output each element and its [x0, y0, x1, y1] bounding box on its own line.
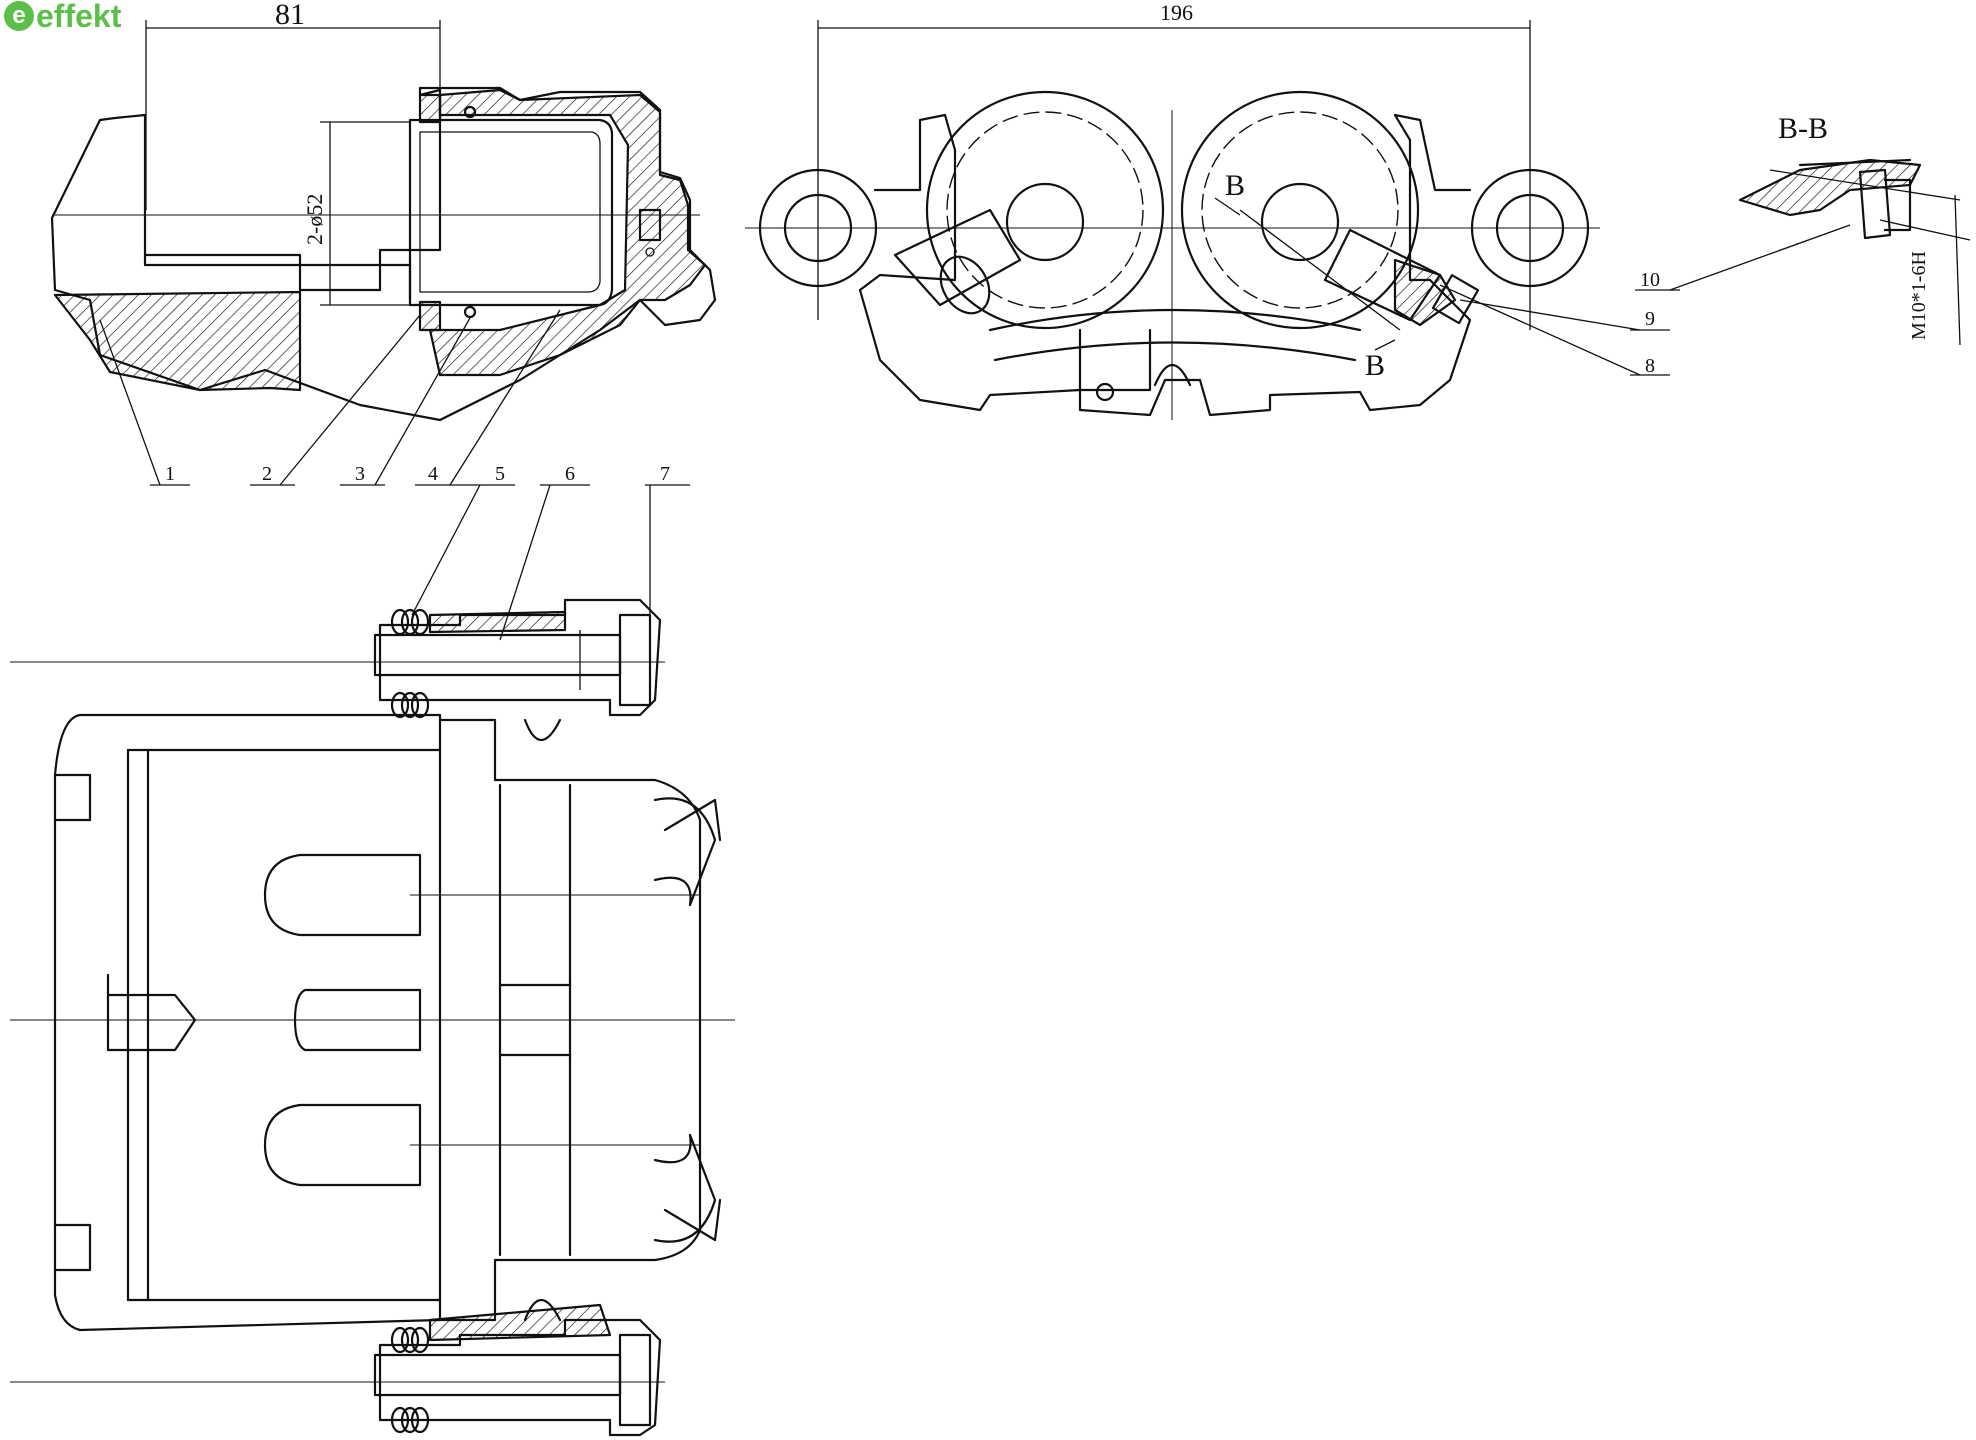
callout-1: 1	[165, 463, 175, 485]
spring-coils-lower	[390, 1326, 430, 1434]
callout-9: 9	[1645, 308, 1655, 330]
callout-10: 10	[1640, 269, 1660, 291]
section-mark-upper: B	[1225, 169, 1245, 202]
section-bb-detail: B-B M10*1-6H 10	[1635, 112, 1971, 346]
dimension-81: 81	[275, 0, 305, 31]
brand-logo: e effekt	[4, 0, 121, 32]
dimension-196: 196	[1160, 0, 1193, 25]
spring-coils-upper	[390, 608, 430, 719]
dimension-thread: M10*1-6H	[1908, 251, 1930, 340]
callout-2: 2	[262, 463, 272, 485]
housing-section-hatch	[53, 290, 302, 392]
callout-8: 8	[1645, 355, 1655, 377]
section-mark-lower: B	[1365, 349, 1385, 382]
front-view: 196 B B	[745, 0, 1670, 420]
logo-text: effekt	[36, 0, 122, 34]
section-view: 81 2-ø52 1 2 3	[50, 0, 717, 486]
section-title: B-B	[1778, 112, 1828, 145]
callout-4: 4	[428, 463, 438, 485]
callout-6: 6	[565, 463, 575, 485]
dimension-bore: 2-ø52	[302, 194, 327, 245]
callout-3: 3	[355, 463, 365, 485]
callout-5: 5	[495, 463, 505, 485]
top-view: 5 6 7	[10, 463, 735, 1437]
callout-7: 7	[660, 463, 670, 485]
logo-e-icon: e	[4, 1, 34, 31]
